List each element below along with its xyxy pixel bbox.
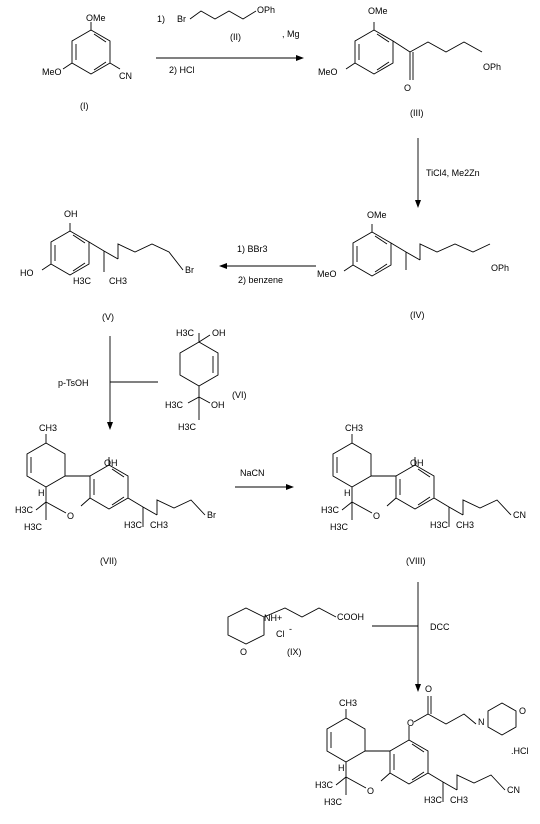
label-h3c-3: H3C <box>430 520 449 530</box>
label-h3c-3: H3C <box>424 795 443 805</box>
label-ome: OMe <box>368 6 388 16</box>
label-oh: OH <box>410 458 424 468</box>
label-h3c-1: H3C <box>321 505 340 515</box>
compound-label: (III) <box>410 108 424 118</box>
label-h3c-top: H3C <box>176 328 195 338</box>
compound-label: (VIII) <box>406 556 426 566</box>
label-oph: OPh <box>257 5 275 15</box>
reagent-step5: NaCN <box>240 468 265 478</box>
label-ch3-2: CH3 <box>450 795 468 805</box>
label-hcl-salt: .HCl <box>511 746 529 756</box>
label-meo: MeO <box>317 269 337 279</box>
reagent-step3-benzene: 2) benzene <box>238 275 283 285</box>
step2: TiCl4, Me2Zn <box>415 138 480 208</box>
label-ch3: CH3 <box>339 698 357 708</box>
reagent-step6: DCC <box>430 622 450 632</box>
label-h3c-1: H3C <box>15 505 34 515</box>
label-h3c-1: H3C <box>315 780 334 790</box>
label-h3c-bottom: H3C <box>178 422 197 432</box>
compound-label: (I) <box>80 101 89 111</box>
label-h: H <box>38 488 45 498</box>
compound-VIII: CH3 OH H H3C H3C O H3C CH3 CN (VIII) <box>321 423 526 566</box>
label-ch3: CH3 <box>39 423 57 433</box>
label-h3c-2: H3C <box>330 522 349 532</box>
label-br: Br <box>207 510 216 520</box>
label-o: O <box>367 786 374 796</box>
compound-IX: O NH+ COOH Cl - (IX) <box>227 607 364 657</box>
label-o: O <box>373 511 380 521</box>
label-h: H <box>338 763 345 773</box>
label-h3c-2: H3C <box>324 797 343 807</box>
step6: DCC <box>372 582 450 692</box>
label-ho: HO <box>20 268 34 278</box>
label-o-carbonyl: O <box>425 684 432 694</box>
label-ch3: CH3 <box>109 276 127 286</box>
compound-label: (VII) <box>100 556 117 566</box>
step3: 1) BBr3 2) benzene <box>219 244 316 285</box>
label-h: H <box>344 488 351 498</box>
step5: NaCN <box>235 468 294 490</box>
compound-label: (IV) <box>410 310 425 320</box>
label-oh-mid: OH <box>211 400 225 410</box>
label-cn: CN <box>507 785 520 795</box>
label-ome: OMe <box>367 210 387 220</box>
label-o: O <box>404 83 411 93</box>
compound-V: OH HO H3C CH3 Br (V) <box>20 209 194 322</box>
compound-VI: H3C OH H3C OH H3C (VI) <box>165 328 247 432</box>
label-ome: OMe <box>86 13 106 23</box>
label-o-ester: O <box>407 718 414 728</box>
label-oh-top: OH <box>212 328 226 338</box>
label-h3c-2: H3C <box>24 522 43 532</box>
compound-label: (II) <box>230 32 241 42</box>
compound-VII: CH3 OH H H3C H3C O H3C CH3 Br (VII) <box>15 423 216 566</box>
reagent-step1-hcl: 2) HCl <box>169 65 195 75</box>
label-br: Br <box>177 14 186 24</box>
label-o-morpholine: O <box>519 706 526 716</box>
compound-IV: OMe MeO OPh (IV) <box>317 210 509 320</box>
compound-III: OMe MeO O OPh (III) <box>318 6 501 118</box>
label-oh: OH <box>64 209 78 219</box>
reagent-step3-bbr3: 1) BBr3 <box>237 244 268 254</box>
reagent-step4: p-TsOH <box>58 378 89 388</box>
reagent-step1-mg: , Mg <box>282 29 300 39</box>
label-cn: CN <box>119 71 132 81</box>
label-o: O <box>240 647 247 657</box>
compound-label: (V) <box>102 312 114 322</box>
label-oh: OH <box>104 458 118 468</box>
compound-X: CH3 O O N O H H3C H3C O H3C CH3 CN .HCl <box>315 684 529 807</box>
label-cn: CN <box>513 510 526 520</box>
reagent-step2: TiCl4, Me2Zn <box>426 168 480 178</box>
compound-label: (IX) <box>287 647 302 657</box>
label-meo: MeO <box>42 67 62 77</box>
compound-I: OMe MeO CN (I) <box>42 13 132 111</box>
label-n: N <box>478 717 485 727</box>
label-minus: - <box>289 624 292 634</box>
step4: p-TsOH <box>58 336 158 430</box>
compound-II: Br OPh (II) <box>177 5 275 42</box>
label-h3c-mid: H3C <box>165 400 184 410</box>
label-meo: MeO <box>318 67 338 77</box>
step1: 1) 2) HCl , Mg <box>156 14 304 75</box>
label-oph: OPh <box>491 263 509 273</box>
label-br: Br <box>185 265 194 275</box>
label-ch3: CH3 <box>345 423 363 433</box>
compound-label: (VI) <box>232 390 247 400</box>
label-nh-plus: NH+ <box>264 613 282 623</box>
label-h3c-3: H3C <box>124 520 143 530</box>
reagent-step1-num: 1) <box>157 14 165 24</box>
label-cooh: COOH <box>337 612 364 622</box>
label-o: O <box>67 511 74 521</box>
label-ch3-2: CH3 <box>150 520 168 530</box>
label-ch3-2: CH3 <box>456 520 474 530</box>
label-h3c: H3C <box>73 276 92 286</box>
label-cl: Cl <box>276 629 285 639</box>
label-oph: OPh <box>483 62 501 72</box>
